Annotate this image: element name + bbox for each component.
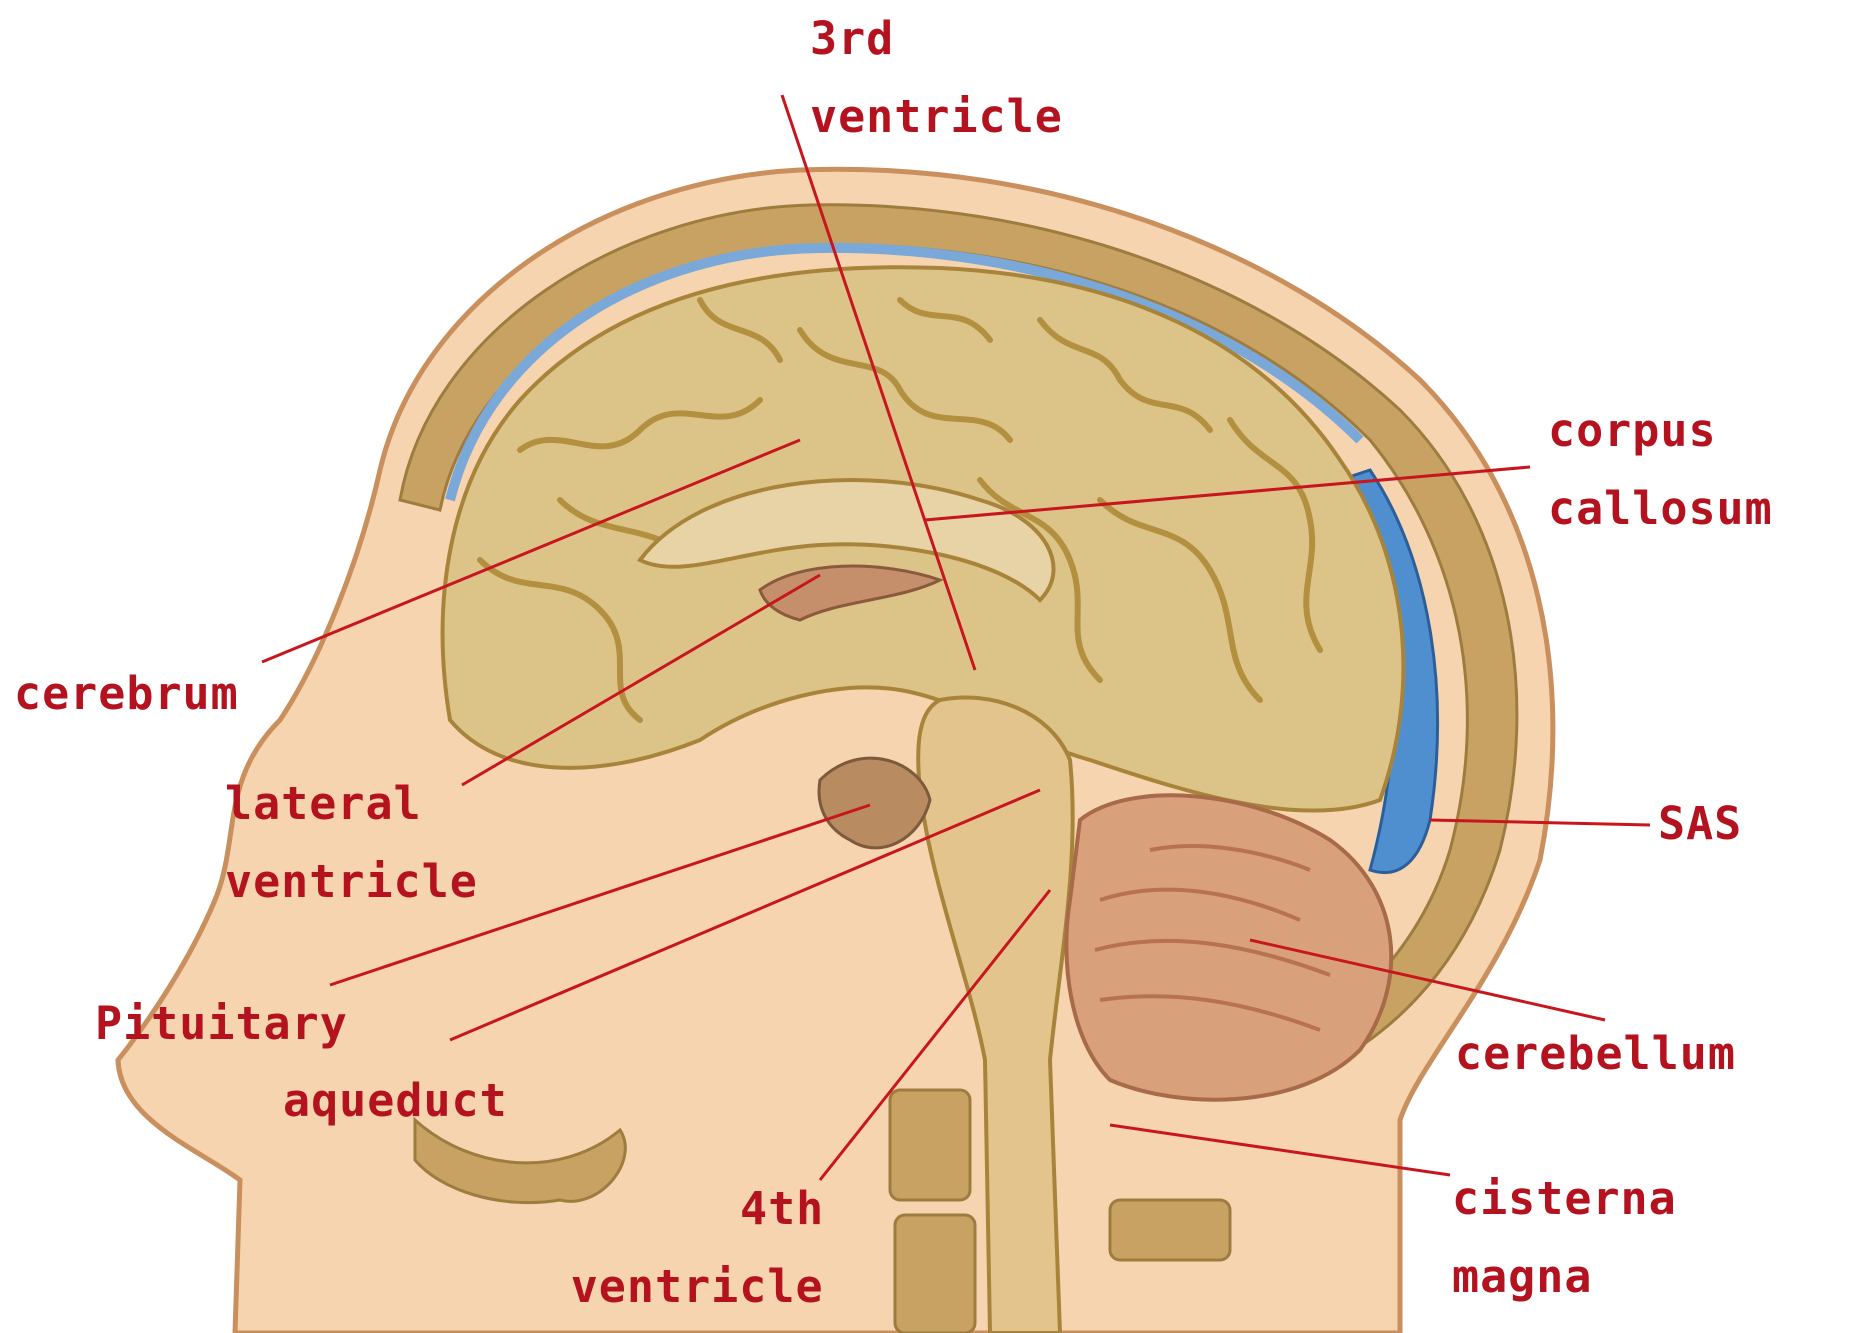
label-4th-ventricle: 4th ventricle [570,1170,824,1326]
label-pituitary-line1: Pituitary [95,985,348,1063]
label-lateral-ventricle-line2: ventricle [225,843,478,921]
label-pituitary: Pituitary [95,985,348,1063]
label-aqueduct: aqueduct [283,1062,508,1140]
label-cerebrum: cerebrum [14,655,239,733]
label-cisterna-magna-line2: magna [1452,1238,1677,1316]
label-sas-line1: SAS [1658,785,1742,863]
label-lateral-ventricle: lateral ventricle [225,765,478,921]
label-3rd-ventricle-line1: 3rd [810,0,1063,78]
label-cerebellum-line1: cerebellum [1455,1015,1736,1093]
label-sas: SAS [1658,785,1742,863]
label-3rd-ventricle-line2: ventricle [810,78,1063,156]
label-cisterna-magna-line1: cisterna [1452,1160,1677,1238]
label-corpus-callosum: corpus callosum [1548,392,1773,548]
label-4th-ventricle-line1: 4th [570,1170,824,1248]
label-3rd-ventricle: 3rd ventricle [810,0,1063,156]
label-aqueduct-line1: aqueduct [283,1062,508,1140]
label-cerebellum: cerebellum [1455,1015,1736,1093]
label-cerebrum-line1: cerebrum [14,655,239,733]
label-corpus-callosum-line1: corpus [1548,392,1773,470]
label-4th-ventricle-line2: ventricle [570,1248,824,1326]
label-lateral-ventricle-line1: lateral [225,765,478,843]
label-cisterna-magna: cisterna magna [1452,1160,1677,1316]
label-corpus-callosum-line2: callosum [1548,470,1773,548]
